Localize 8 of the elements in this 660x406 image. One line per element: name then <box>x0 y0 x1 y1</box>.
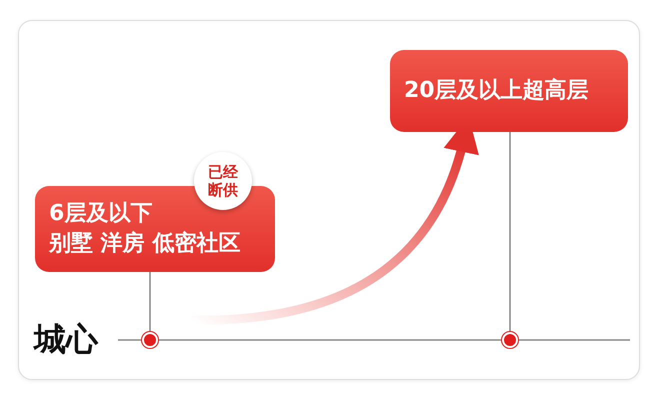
marker-dot <box>142 332 158 348</box>
connector-line <box>509 132 511 332</box>
info-box: 20层及以上超高层 <box>390 50 628 132</box>
box-text: 6层及以下 <box>49 200 154 228</box>
box-text: 别墅 洋房 低密社区 <box>49 230 242 258</box>
connector-line <box>149 272 151 332</box>
axis-label: 城心 <box>34 319 98 360</box>
marker-dot <box>502 332 518 348</box>
